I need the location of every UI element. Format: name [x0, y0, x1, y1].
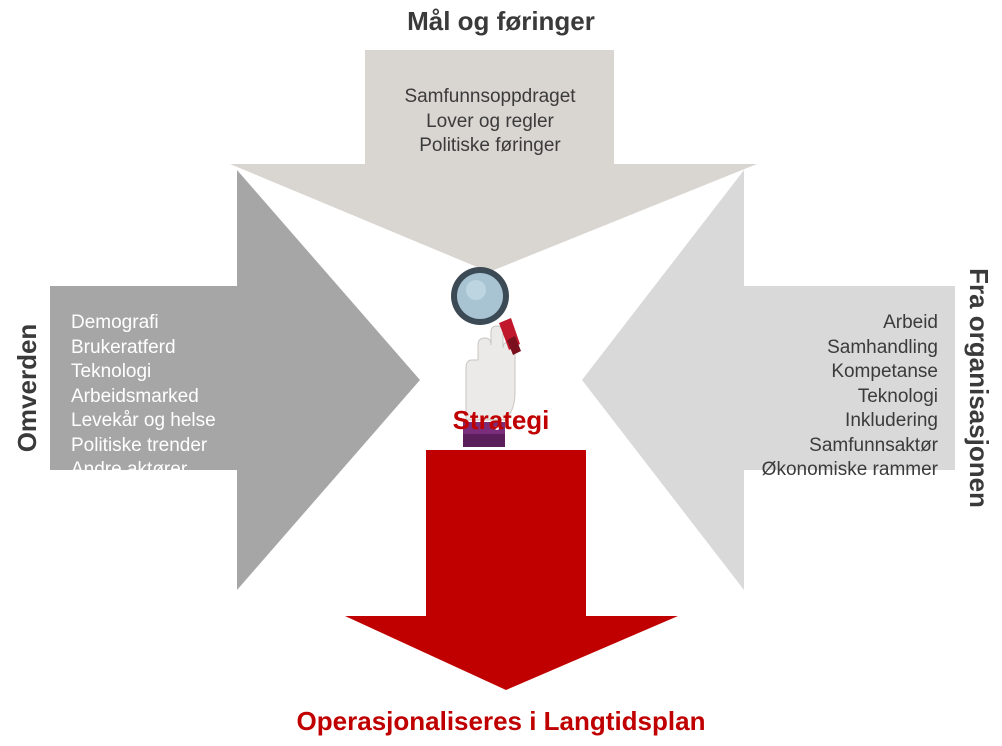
list-item: Økonomiske rammer	[761, 459, 938, 480]
list-item: Lover og regler	[426, 110, 554, 132]
list-item: Arbeidsmarked	[71, 385, 199, 407]
list-item: Inkludering	[845, 410, 938, 431]
down-arrow	[345, 450, 678, 690]
left-list: Demografi Brukeratferd Teknologi Arbeids…	[71, 311, 216, 483]
list-item: Andre aktører	[71, 459, 188, 480]
list-item: Teknologi	[71, 361, 152, 382]
right-list: Arbeid Samhandling Kompetanse Teknologi …	[762, 311, 938, 483]
left-arrow	[50, 170, 420, 590]
bottom-title: Operasjonaliseres i Langtidsplan	[296, 706, 706, 736]
magnifier-hand-icon	[451, 267, 521, 447]
strategy-label: Strategi	[452, 405, 550, 435]
list-item: Samfunnsoppdraget	[404, 86, 576, 107]
list-item: Samfunnsaktør	[809, 434, 938, 456]
list-item: Levekår og helse	[71, 410, 216, 431]
right-title: Fra organisasjonen	[964, 268, 994, 508]
list-item: Samhandling	[827, 336, 938, 358]
top-arrow	[230, 50, 757, 272]
list-item: Brukeratferd	[71, 336, 176, 358]
list-item: Politiske føringer	[419, 135, 561, 156]
list-item: Arbeid	[883, 312, 938, 333]
right-arrow	[582, 170, 955, 590]
list-item: Politiske trender	[71, 434, 208, 456]
list-item: Teknologi	[857, 385, 938, 407]
top-title: Mål og føringer	[407, 6, 595, 36]
list-item: Kompetanse	[831, 361, 938, 382]
top-list: Samfunnsoppdraget Lover og regler Politi…	[300, 85, 680, 159]
list-item: Demografi	[71, 312, 159, 333]
